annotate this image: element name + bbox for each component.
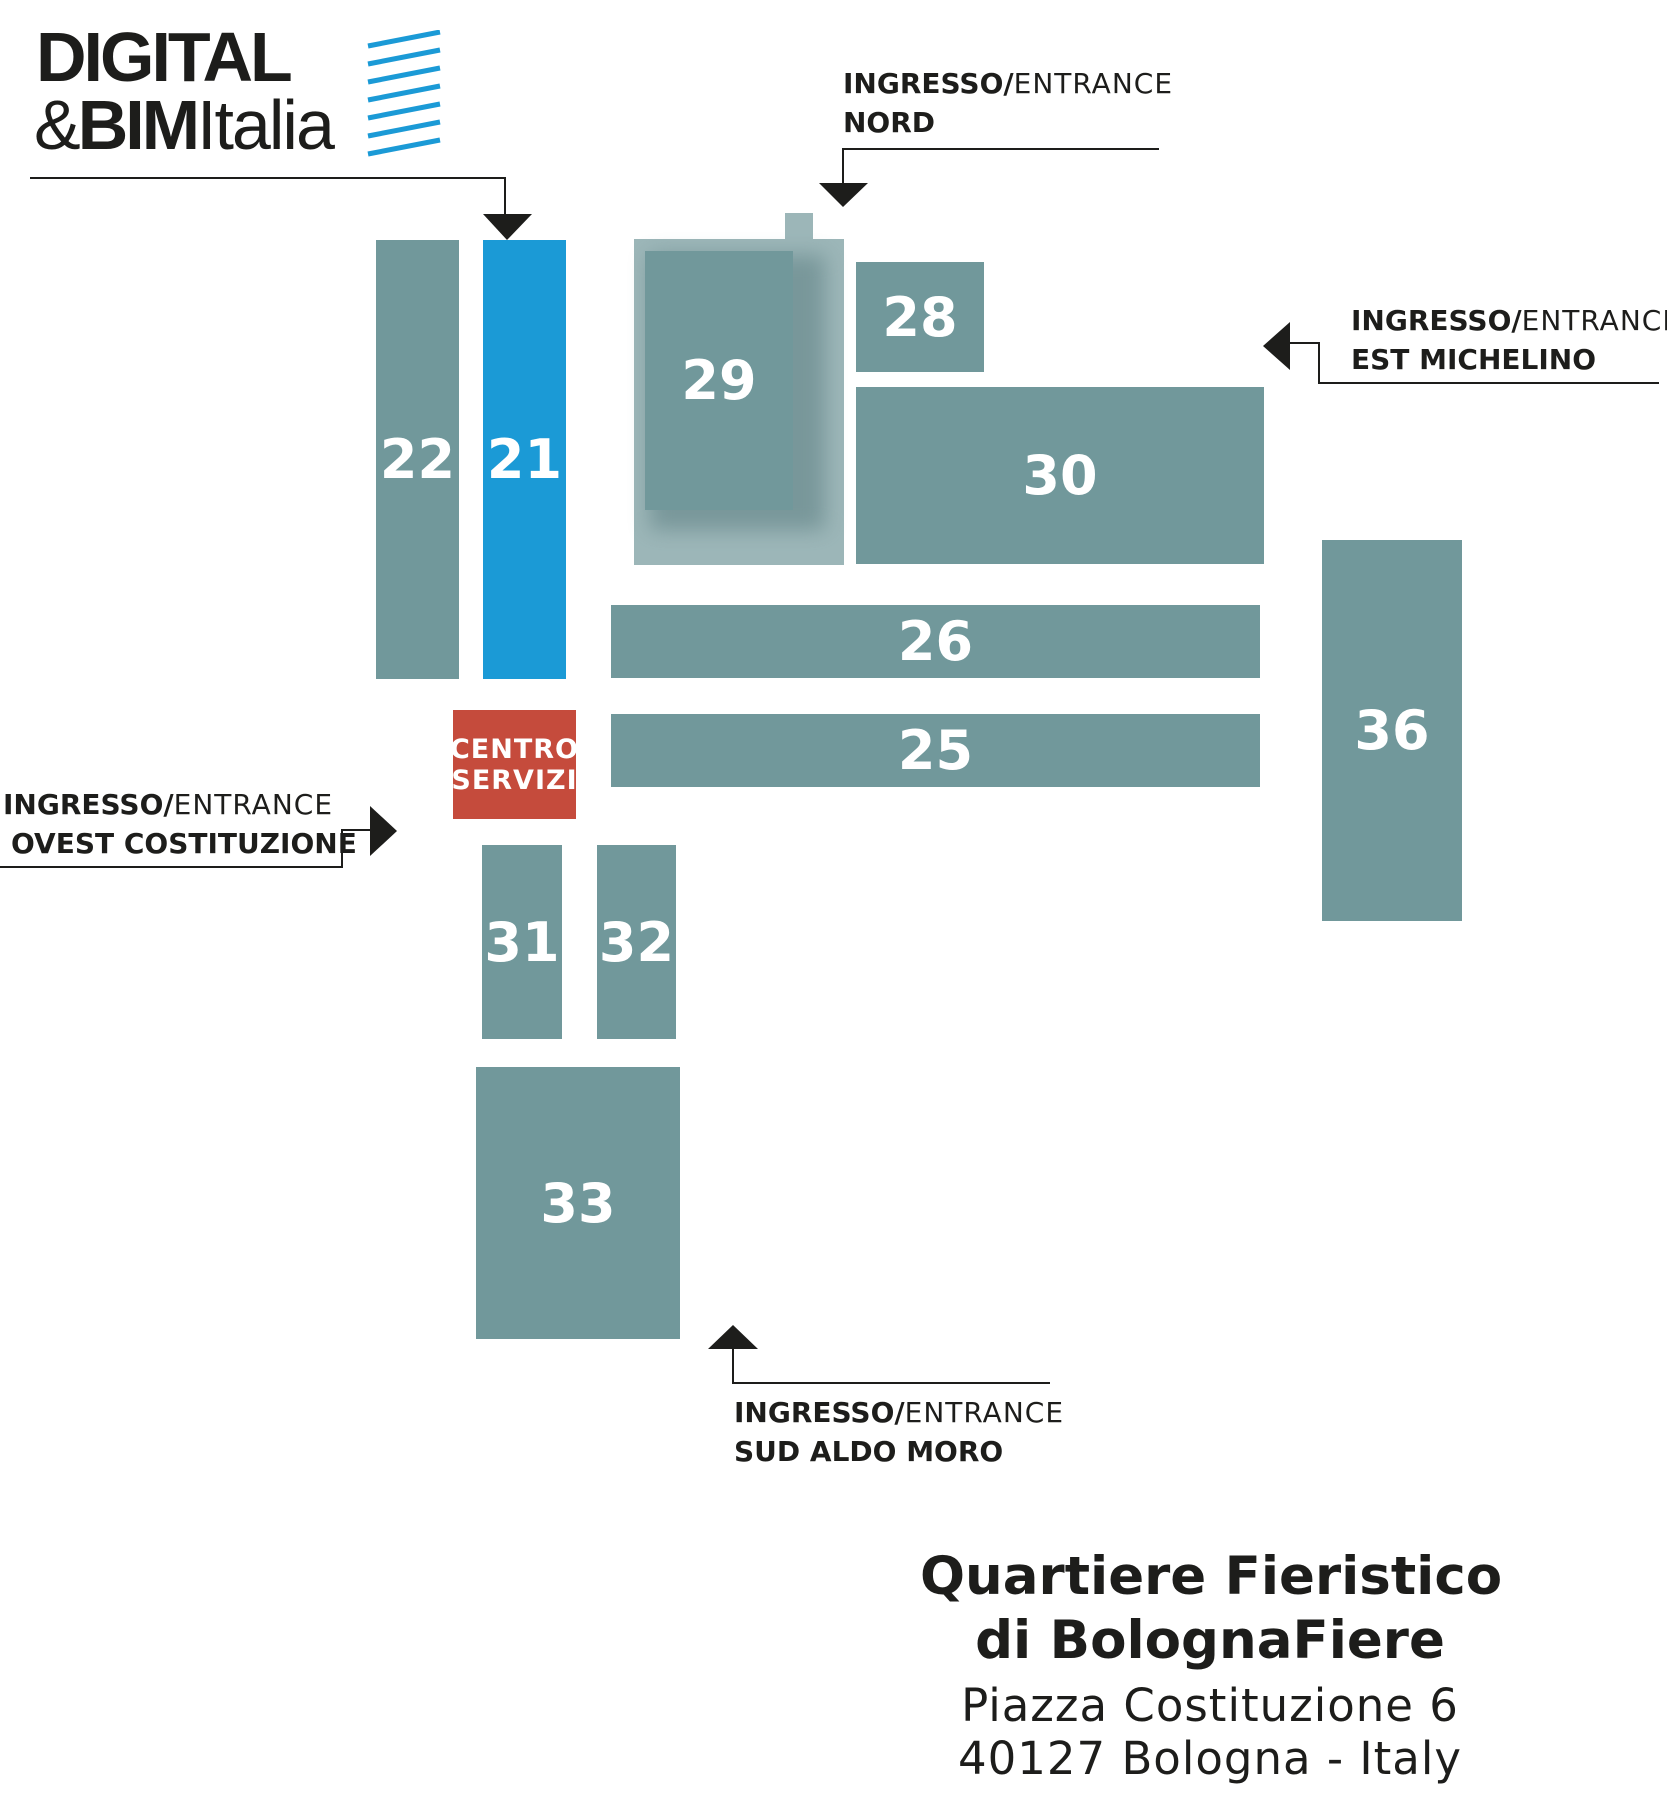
hall-30-label: 30 xyxy=(1022,444,1098,507)
hall-29-label: 29 xyxy=(681,349,757,412)
entrance-south-prefix-bold: INGRESSO/ xyxy=(734,1396,905,1429)
entrance-south: INGRESSO/ENTRANCE SUD ALDO MORO xyxy=(734,1393,1064,1471)
east-arrow-icon xyxy=(1263,322,1290,370)
entrance-east-prefix-bold: INGRESSO/ xyxy=(1351,304,1522,337)
entrance-west: INGRESSO/ENTRANCE OVEST COSTITUZIONE xyxy=(3,785,357,863)
hall-28[interactable]: 28 xyxy=(856,262,984,372)
hall-32[interactable]: 32 xyxy=(597,845,676,1039)
venue-title-line1: Quartiere Fieristico xyxy=(920,1546,1503,1607)
hall-33[interactable]: 33 xyxy=(476,1067,680,1339)
hall-29-top-notch xyxy=(673,251,763,271)
hall-21-label: 21 xyxy=(486,428,563,491)
hall-31-label: 31 xyxy=(484,910,560,974)
south-leader-line xyxy=(732,1347,1050,1384)
logo-line-bim: &BIMItalia xyxy=(34,90,335,160)
hall-25-label: 25 xyxy=(897,719,974,782)
logo-leader-line xyxy=(30,177,506,214)
logo-arrow-icon xyxy=(483,214,532,240)
entrance-north-prefix-bold: INGRESSO/ xyxy=(843,67,1014,100)
logo-italia: Italia xyxy=(197,86,335,164)
logo: DIGITAL &BIMItalia xyxy=(30,18,441,160)
hall-31[interactable]: 31 xyxy=(482,845,562,1039)
hall-21[interactable]: 21 xyxy=(483,240,566,679)
entrance-west-prefix-bold: INGRESSO/ xyxy=(3,788,174,821)
hall-28-label: 28 xyxy=(882,285,958,349)
venue-info: Quartiere Fieristico di BolognaFiere Pia… xyxy=(920,1545,1503,1785)
entrance-east-name: EST MICHELINO xyxy=(1351,343,1597,376)
logo-bim: BIM xyxy=(77,86,200,164)
hall-32-label: 32 xyxy=(598,910,675,974)
entrance-north-prefix-light: ENTRANCE xyxy=(1013,67,1174,100)
venue-title-line2: di BolognaFiere xyxy=(975,1610,1445,1671)
entrance-east: INGRESSO/ENTRANCE EST MICHELINO xyxy=(1351,301,1667,379)
centro-servizi[interactable]: CENTRO SERVIZI xyxy=(449,710,580,819)
east-leader-line xyxy=(1290,342,1659,384)
north-arrow-icon xyxy=(819,183,868,207)
logo-stripes-icon xyxy=(367,30,441,157)
hall-36-label: 36 xyxy=(1354,699,1430,762)
entrance-south-prefix-light: ENTRANCE xyxy=(904,1396,1065,1429)
entrance-west-prefix-light: ENTRANCE xyxy=(173,788,334,821)
hall-29[interactable]: 29 xyxy=(645,251,793,510)
entrance-west-name: OVEST COSTITUZIONE xyxy=(11,827,357,860)
venue-address-line2: 40127 Bologna - Italy xyxy=(957,1732,1463,1785)
hall-26-label: 26 xyxy=(897,610,974,673)
entrance-south-name: SUD ALDO MORO xyxy=(734,1435,1004,1468)
logo-ampersand: & xyxy=(34,86,81,164)
hall-30[interactable]: 30 xyxy=(856,387,1264,564)
hall-22[interactable]: 22 xyxy=(376,240,459,679)
hall-29-annex xyxy=(785,213,813,243)
hall-25[interactable]: 25 xyxy=(611,714,1260,787)
west-arrow-icon xyxy=(370,806,397,856)
south-arrow-icon xyxy=(708,1325,758,1349)
logo-line-digital: DIGITAL xyxy=(36,18,293,96)
hall-33-label: 33 xyxy=(540,1171,616,1235)
hall-26[interactable]: 26 xyxy=(611,605,1260,678)
venue-address-line1: Piazza Costituzione 6 xyxy=(961,1679,1459,1732)
entrance-north-name: NORD xyxy=(843,106,936,139)
west-leader-line xyxy=(0,829,370,868)
north-leader-line xyxy=(842,148,1159,183)
entrance-east-prefix-light: ENTRANCE xyxy=(1521,304,1667,337)
hall-22-label: 22 xyxy=(379,428,456,491)
centro-servizi-line2: SERVIZI xyxy=(451,764,578,796)
centro-servizi-line1: CENTRO xyxy=(449,733,580,765)
entrance-north: INGRESSO/ENTRANCE NORD xyxy=(843,64,1173,142)
hall-36[interactable]: 36 xyxy=(1322,540,1462,921)
